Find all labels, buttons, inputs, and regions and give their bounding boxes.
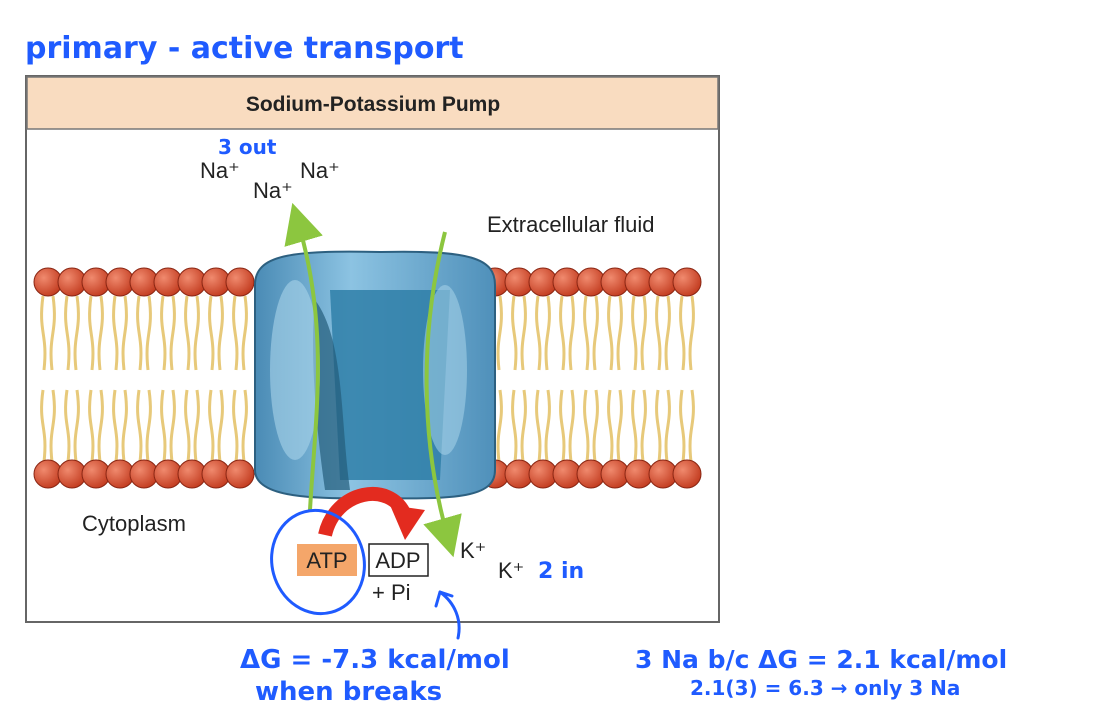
lipid-tail xyxy=(40,295,56,371)
lipid-tail xyxy=(88,295,104,371)
lipid-tail xyxy=(232,295,248,371)
lipid-tail xyxy=(535,389,551,463)
adp-label: ADP xyxy=(375,548,420,573)
lipid-tail xyxy=(583,389,599,463)
lipid-tail xyxy=(112,295,128,371)
lipid-head xyxy=(225,459,255,489)
lipid-tail xyxy=(88,389,104,463)
handwritten-atp-circle xyxy=(270,508,366,616)
lipid-tail xyxy=(160,295,176,371)
lipid-tail xyxy=(136,389,152,463)
sodium-ion-label: Na⁺ xyxy=(200,158,240,183)
lipid-tail xyxy=(583,295,599,371)
lipid-tail xyxy=(679,389,695,463)
handwritten-delta-g: ΔG = -7.3 kcal/mol xyxy=(240,645,510,675)
potassium-ion-label: K⁺ xyxy=(498,558,524,583)
atp-hydrolysis-arrow xyxy=(318,486,412,538)
lipid-tail xyxy=(208,389,224,463)
handwritten-when-breaks: when breaks xyxy=(255,677,442,707)
lipid-tail xyxy=(136,295,152,371)
lipid-tail xyxy=(64,389,80,463)
sodium-ion-label: Na⁺ xyxy=(253,178,293,203)
lipid-tail xyxy=(112,389,128,463)
lipid-tail xyxy=(607,295,623,371)
lipid-tail xyxy=(511,295,527,371)
handwritten-title: primary - active transport xyxy=(25,31,464,66)
lipid-tail xyxy=(655,389,671,463)
lipid-tail xyxy=(232,389,248,463)
handwritten-three-na-note: 3 Na b/c ΔG = 2.1 kcal/mol xyxy=(635,645,1007,674)
sodium-ion-label: Na⁺ xyxy=(300,158,340,183)
lipid-tail xyxy=(559,295,575,371)
lipid-head xyxy=(672,459,702,489)
atp-hydrolysis-arrowhead xyxy=(390,505,425,540)
lipid-tail xyxy=(208,295,224,371)
lipid-tail xyxy=(40,389,56,463)
lipid-head xyxy=(672,267,702,297)
lipid-tail xyxy=(631,389,647,463)
handwritten-arrow xyxy=(434,590,461,640)
atp-box xyxy=(297,544,357,576)
lipid-tail xyxy=(559,389,575,463)
lipid-head xyxy=(225,267,255,297)
lipid-tail xyxy=(655,295,671,371)
adp-box xyxy=(368,543,429,577)
lipid-tail xyxy=(184,295,200,371)
lipid-tail xyxy=(679,295,695,371)
diagram-title: Sodium-Potassium Pump xyxy=(246,93,500,116)
lipid-tail xyxy=(631,295,647,371)
lipid-tail xyxy=(511,389,527,463)
potassium-ion-label: K⁺ xyxy=(460,538,486,563)
lipid-tail xyxy=(535,295,551,371)
cytoplasm-label: Cytoplasm xyxy=(82,511,186,536)
lipid-tail xyxy=(64,295,80,371)
potassium-in-arrow xyxy=(423,231,462,558)
atp-label: ATP xyxy=(306,548,347,573)
diagram-header xyxy=(26,76,719,130)
extracellular-label: Extracellular fluid xyxy=(487,212,655,237)
lipid-tail xyxy=(160,389,176,463)
pump-protein xyxy=(254,250,496,500)
phosphate-label: + Pi xyxy=(372,580,411,605)
sodium-out-arrow xyxy=(284,202,323,511)
handwritten-two-in: 2 in xyxy=(538,559,584,584)
handwritten-three-out: 3 out xyxy=(218,135,277,159)
lipid-tail xyxy=(607,389,623,463)
handwritten-calculation: 2.1(3) = 6.3 → only 3 Na xyxy=(690,676,960,700)
lipid-tail xyxy=(184,389,200,463)
